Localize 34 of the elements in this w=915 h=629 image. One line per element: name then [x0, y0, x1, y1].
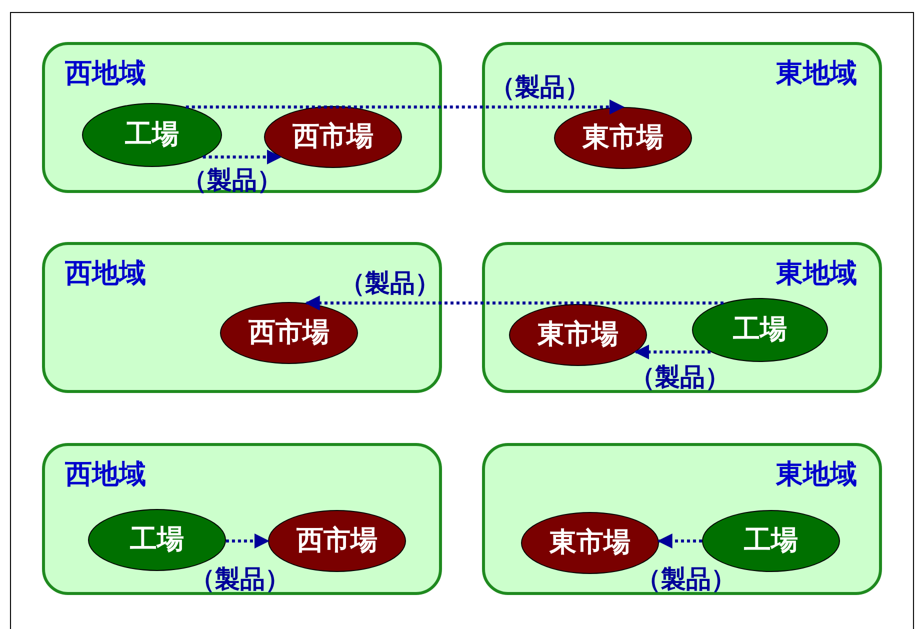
arrow	[202, 150, 282, 164]
edge-label: （製品）	[340, 269, 440, 297]
node-label: 東市場	[538, 320, 618, 350]
region-heading: 西地域	[65, 59, 146, 89]
region-heading: 西地域	[65, 460, 146, 490]
node-label: 東市場	[582, 123, 664, 153]
node-label: 西市場	[296, 526, 378, 556]
arrow	[634, 344, 711, 360]
region-box	[482, 42, 882, 193]
edge-label: （製品）	[636, 565, 736, 593]
node-label: 西市場	[248, 318, 330, 348]
arrow	[657, 534, 702, 548]
region-box	[482, 242, 882, 393]
arrow	[304, 296, 724, 310]
region-heading: 西地域	[65, 259, 146, 289]
edge-label: （製品）	[182, 166, 282, 194]
region-box	[42, 443, 442, 595]
node-label: 工場	[125, 120, 179, 150]
arrow	[186, 100, 624, 114]
node-label: 工場	[744, 526, 798, 556]
region-heading: 東地域	[776, 460, 857, 490]
edge-label: （製品）	[190, 565, 290, 593]
region-heading: 東地域	[776, 259, 857, 289]
edge-label: （製品）	[490, 73, 590, 101]
edge-label: （製品）	[630, 363, 730, 391]
arrow	[226, 534, 270, 548]
node-label: 西市場	[292, 122, 374, 152]
region-heading: 東地域	[776, 59, 857, 89]
region-box	[42, 42, 442, 193]
node-label: 工場	[733, 315, 787, 345]
node-label: 東市場	[550, 528, 630, 558]
node-label: 工場	[130, 525, 184, 555]
region-box	[482, 443, 882, 595]
region-box	[42, 242, 442, 393]
